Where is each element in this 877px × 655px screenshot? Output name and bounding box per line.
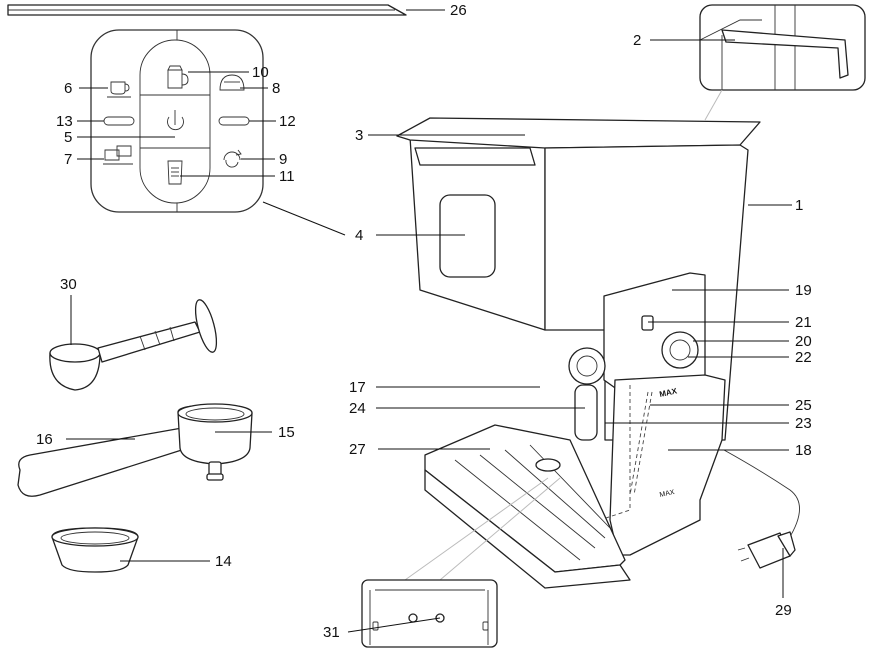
label-19: 19 [795,282,812,299]
label-1: 1 [795,197,803,214]
label-8: 8 [272,80,280,97]
label-16: 16 [36,431,53,448]
milk-froth-icon [219,74,245,91]
label-12: 12 [279,113,296,130]
label-7: 7 [64,151,72,168]
label-3: 3 [355,127,363,144]
label-22: 22 [795,349,812,366]
label-15: 15 [278,424,295,441]
label-18: 18 [795,442,812,459]
label-4: 4 [355,227,363,244]
label-26: 26 [450,2,467,19]
label-9: 9 [279,151,287,168]
max-mark-upper: MAX [659,386,679,399]
portafilter [17,403,253,497]
label-21: 21 [795,314,812,331]
filter-basket [51,527,139,573]
label-30: 30 [60,276,77,293]
label-6: 6 [64,80,72,97]
max-mark-lower: MAX [659,489,676,499]
label-2: 2 [633,32,641,49]
single-cup-icon [107,81,131,98]
power-icon [167,110,184,131]
label-31: 31 [323,624,340,641]
steam-switch-21 [641,315,654,331]
label-23: 23 [795,415,812,432]
measuring-scoop-tamper [49,299,218,391]
descale-icon [167,160,183,185]
control-panel [90,29,264,213]
espresso-machine-body [396,117,800,589]
label-11: 11 [279,168,295,185]
detail-box-31 [361,477,561,648]
label-24: 24 [349,400,366,417]
callout-lines [66,9,792,633]
steam-cycle-icon [223,149,242,168]
label-17: 17 [349,379,366,396]
label-10: 10 [252,64,269,81]
double-cup-icon [103,145,133,165]
part-number-labels: 26 2 3 1 4 6 13 5 7 10 8 12 9 11 30 16 1… [36,2,812,641]
label-20: 20 [795,333,812,350]
label-29: 29 [775,602,792,619]
label-25: 25 [795,397,812,414]
milk-jug-icon [167,65,189,89]
label-13: 13 [56,113,73,130]
label-14: 14 [215,553,232,570]
label-5: 5 [64,129,72,146]
label-27: 27 [349,441,366,458]
part-26-strip [7,4,407,16]
detail-box-2 [699,4,866,121]
